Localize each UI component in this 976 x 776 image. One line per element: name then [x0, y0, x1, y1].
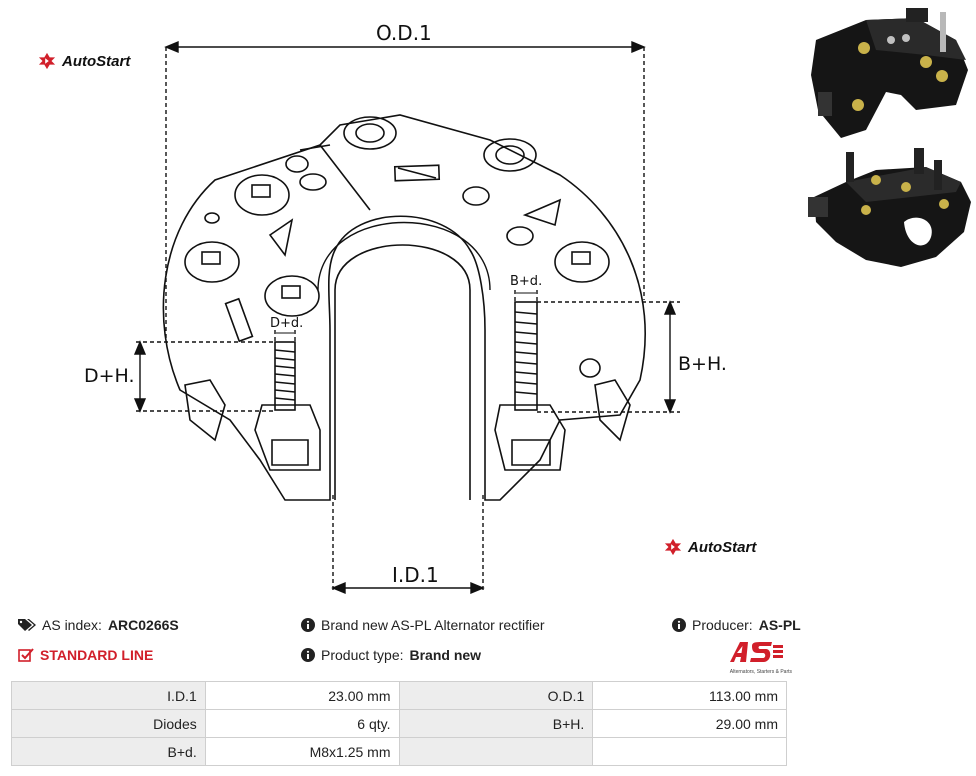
- spec-value: [592, 737, 787, 766]
- spec-value: 6 qty.: [204, 709, 400, 738]
- bh-dimension-label: B+H.: [678, 353, 727, 375]
- dh-dimension-label: D+H.: [84, 365, 135, 387]
- spec-label: Diodes: [11, 709, 206, 738]
- dd-dimension-label: D+d.: [270, 316, 303, 331]
- producer-label: Producer:: [692, 617, 753, 633]
- autostart-logo-bottom: AutoStart: [664, 538, 756, 556]
- standard-line-text: STANDARD LINE: [40, 647, 154, 663]
- logo-text: AutoStart: [62, 52, 131, 70]
- aspl-logo-mark: [730, 642, 783, 662]
- center-opening: [334, 244, 471, 500]
- id-dimension-label: I.D.1: [392, 563, 439, 587]
- autostart-logo-icon: [38, 52, 56, 70]
- spec-label: O.D.1: [398, 681, 594, 710]
- standard-line-badge: STANDARD LINE: [18, 647, 153, 663]
- table-row: I.D.1 23.00 mm O.D.1 113.00 mm: [11, 681, 787, 710]
- spec-value: 113.00 mm: [592, 681, 787, 710]
- table-row: Diodes 6 qty. B+H. 29.00 mm: [11, 709, 787, 738]
- description-row: Brand new AS-PL Alternator rectifier: [301, 617, 545, 633]
- info-icon: [301, 648, 315, 662]
- logo-text: AutoStart: [688, 538, 757, 556]
- autostart-logo-top: AutoStart: [38, 52, 130, 70]
- spec-value: 23.00 mm: [204, 681, 400, 710]
- info-icon: [301, 618, 315, 632]
- tags-icon: [18, 619, 36, 631]
- spec-value: M8x1.25 mm: [204, 737, 400, 766]
- as-index-label: AS index:: [42, 617, 102, 633]
- spec-label: B+d.: [11, 737, 206, 766]
- product-type-label: Product type:: [321, 647, 404, 663]
- aspl-logo: Alternators, Starters & Parts: [716, 640, 792, 675]
- aspl-tagline: Alternators, Starters & Parts: [729, 669, 792, 675]
- specs-table: I.D.1 23.00 mm O.D.1 113.00 mm Diodes 6 …: [11, 681, 787, 766]
- product-photo-bottom[interactable]: [806, 142, 976, 278]
- bd-dimension-label: B+d.: [510, 274, 542, 289]
- as-index-row: AS index: ARC0266S: [18, 617, 179, 633]
- rectifier-technical-drawing: O.D.1 I.D.1 D+H. B+H. D+d. B+d.: [84, 21, 727, 595]
- product-type-row: Product type: Brand new: [301, 647, 481, 663]
- od-dimension-label: O.D.1: [376, 21, 432, 45]
- autostart-logo-icon: [664, 538, 682, 556]
- spec-label: I.D.1: [11, 681, 206, 710]
- checkbox-icon: [18, 648, 34, 662]
- producer-row: Producer: AS-PL: [672, 617, 801, 633]
- spec-label: [398, 737, 594, 766]
- product-photo-top[interactable]: [806, 0, 976, 142]
- info-icon: [672, 618, 686, 632]
- spec-value: 29.00 mm: [592, 709, 787, 738]
- description-text: Brand new AS-PL Alternator rectifier: [321, 617, 545, 633]
- as-index-value: ARC0266S: [107, 617, 179, 633]
- spec-label: B+H.: [398, 709, 594, 738]
- producer-value: AS-PL: [758, 617, 801, 633]
- table-row: B+d. M8x1.25 mm: [11, 737, 787, 766]
- product-type-value: Brand new: [409, 647, 482, 663]
- rectifier-outline: [162, 114, 646, 501]
